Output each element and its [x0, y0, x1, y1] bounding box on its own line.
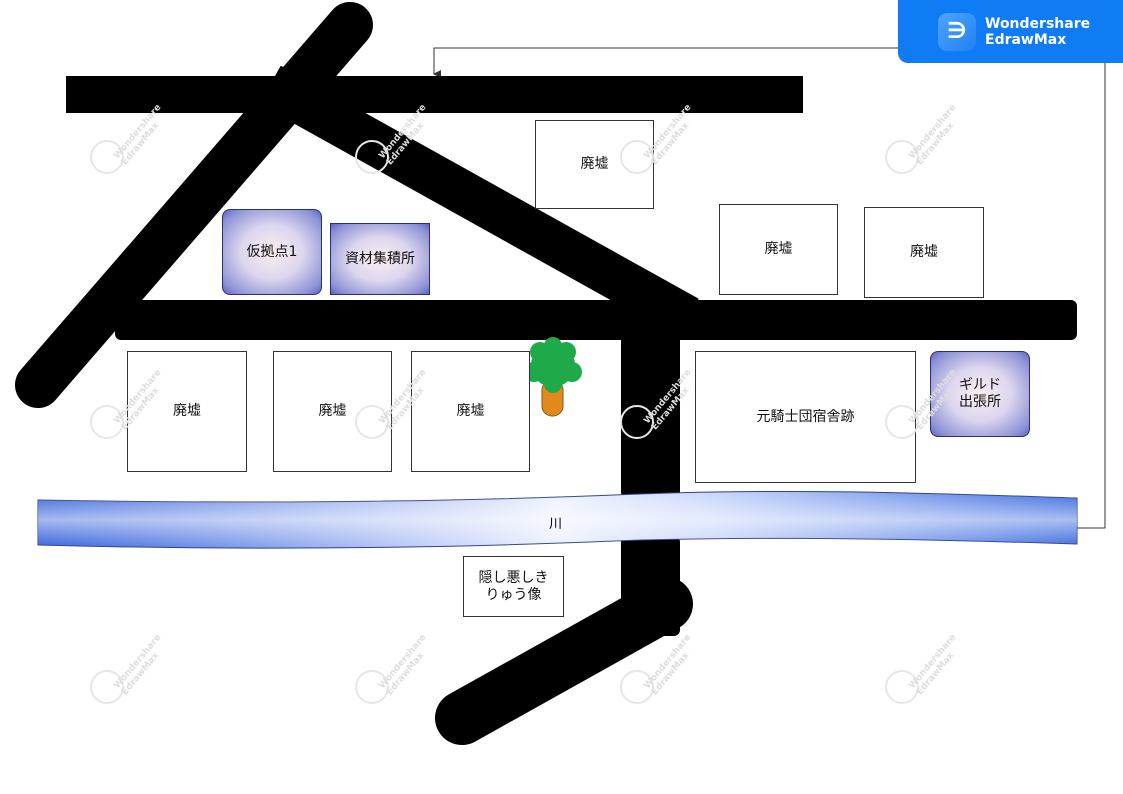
brand-line1: Wondershare [985, 15, 1091, 32]
former-knight-barracks[interactable]: 元騎士団宿舎跡 [695, 351, 916, 483]
watermark-logo-icon [885, 405, 919, 439]
ruin-4[interactable]: 廃墟 [127, 351, 247, 472]
edrawmax-logo-icon: ∋ [938, 12, 976, 51]
statue-label-line1: 隠し悪しき [478, 569, 549, 586]
watermark-logo-icon [620, 670, 654, 704]
hidden-dragon-statue[interactable]: 隠し悪しき りゅう像 [463, 556, 564, 617]
road-middle [115, 300, 1077, 340]
river-label: 川 [549, 517, 563, 532]
watermark-logo-icon [620, 405, 654, 439]
watermark-logo-icon [90, 405, 124, 439]
statue-label-line2: りゅう像 [485, 586, 542, 603]
brand-line2: EdrawMax [985, 31, 1067, 48]
ruin-2[interactable]: 廃墟 [719, 204, 838, 295]
roads [15, 2, 1077, 745]
watermark-logo-icon [355, 140, 389, 174]
watermark-logo-icon [355, 670, 389, 704]
road-vertical-north [621, 298, 680, 498]
watermark-logo-icon [90, 140, 124, 174]
watermark-logo-icon [885, 140, 919, 174]
tree-icon [524, 337, 582, 417]
guild-label-line1: ギルド [959, 377, 1001, 393]
temporary-base[interactable]: 仮拠点1 [222, 209, 322, 295]
road-top [66, 76, 803, 113]
watermark-logo-icon [355, 405, 389, 439]
guild-branch[interactable]: ギルド 出張所 [930, 351, 1030, 437]
material-depot[interactable]: 資材集積所 [330, 223, 430, 295]
road-diagonal-south [435, 577, 693, 745]
watermark-logo-icon [90, 670, 124, 704]
road-diagonal-center [259, 65, 699, 338]
ruin-6[interactable]: 廃墟 [411, 351, 530, 472]
guild-label-line2: 出張所 [959, 394, 1001, 410]
watermark-logo-icon [620, 140, 654, 174]
connector-lines [433, 47, 1106, 529]
watermark-logo-icon [885, 670, 919, 704]
river [37, 490, 1078, 549]
ruin-3[interactable]: 廃墟 [864, 207, 984, 298]
